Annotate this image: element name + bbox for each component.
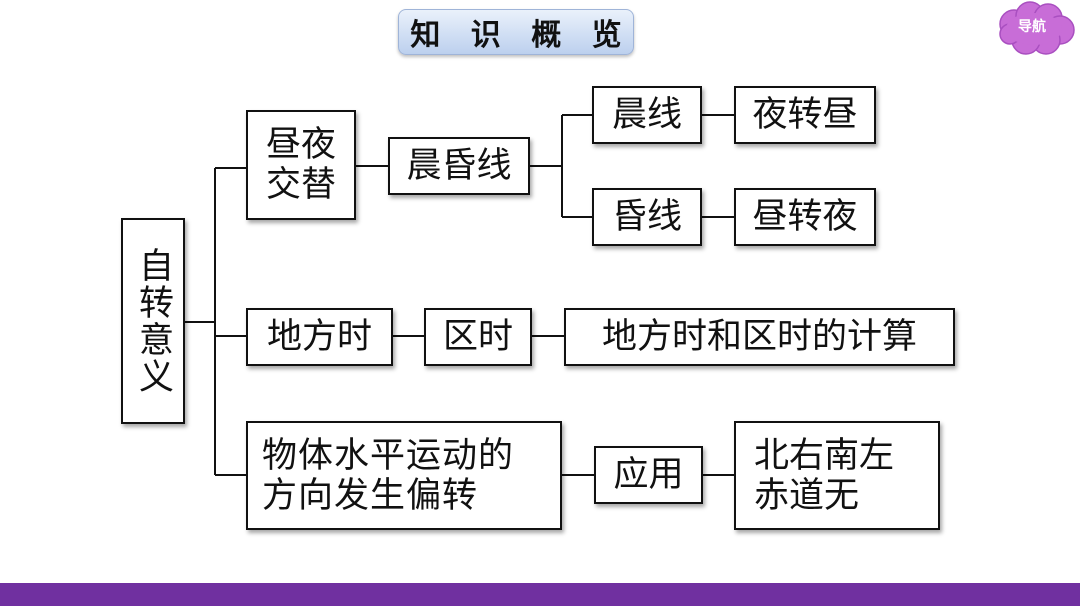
time-calc-label: 地方时和区时的计算 bbox=[601, 317, 917, 357]
application-node: 应用 bbox=[594, 446, 703, 504]
nav-label: 导航 bbox=[1018, 19, 1046, 35]
day-to-night-node: 昼转夜 bbox=[734, 188, 876, 246]
local-time-label: 地方时 bbox=[266, 317, 372, 357]
rule-label: 北右南左赤道无 bbox=[754, 435, 895, 516]
dawn-line-node: 晨线 bbox=[592, 86, 702, 144]
bottom-bar bbox=[0, 583, 1080, 606]
dusk-line-label: 昏线 bbox=[611, 197, 682, 237]
deflection-label: 物体水平运动的方向发生偏转 bbox=[262, 435, 515, 516]
root-label: 自转意义 bbox=[133, 247, 173, 395]
root-node: 自转意义 bbox=[121, 218, 185, 424]
terminator-label: 晨昏线 bbox=[406, 146, 512, 186]
cloud-icon bbox=[999, 1, 1075, 55]
application-label: 应用 bbox=[613, 455, 684, 495]
rule-node: 北右南左赤道无 bbox=[734, 421, 940, 530]
day-night-label: 昼夜交替 bbox=[265, 125, 336, 205]
day-to-night-label: 昼转夜 bbox=[752, 197, 858, 237]
zone-time-label: 区时 bbox=[442, 317, 513, 357]
terminator-node: 晨昏线 bbox=[388, 137, 530, 195]
local-time-node: 地方时 bbox=[246, 308, 393, 366]
nav-button[interactable]: 导航 bbox=[996, 0, 1080, 58]
zone-time-node: 区时 bbox=[424, 308, 532, 366]
time-calc-node: 地方时和区时的计算 bbox=[564, 308, 955, 366]
dusk-line-node: 昏线 bbox=[592, 188, 702, 246]
dawn-line-label: 晨线 bbox=[611, 95, 682, 135]
deflection-node: 物体水平运动的方向发生偏转 bbox=[246, 421, 562, 530]
night-to-day-label: 夜转昼 bbox=[752, 95, 858, 135]
night-to-day-node: 夜转昼 bbox=[734, 86, 876, 144]
day-night-node: 昼夜交替 bbox=[246, 110, 356, 220]
page-title: 知 识 概 览 bbox=[398, 9, 634, 55]
